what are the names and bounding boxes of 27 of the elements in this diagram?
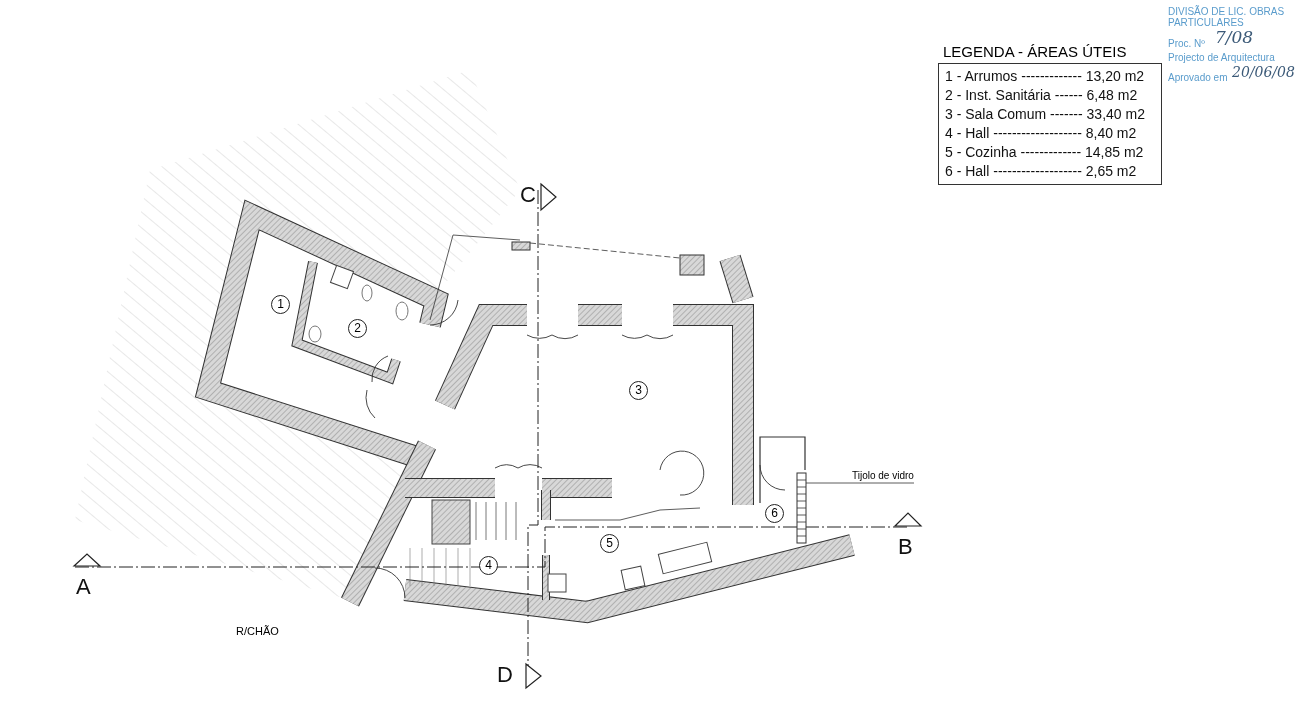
handwritten-text: 20/06/08 (1232, 65, 1295, 81)
section-letter: D (497, 663, 513, 688)
section-letter: C (520, 183, 536, 208)
glass-brick-wall (796, 472, 807, 544)
legend-row: 1 - Arrumos ------------- 13,20 m2 (945, 68, 1145, 84)
section-letter: B (898, 535, 913, 560)
section-letter: A (76, 575, 91, 600)
callout-text: Tijolo de vidro (852, 470, 914, 481)
stamp-text: DIVISÃO DE LIC. OBRAS PARTICULARES (1168, 6, 1286, 28)
room-number: 6 (765, 504, 784, 523)
room-number: 3 (629, 381, 648, 400)
legend-title: LEGENDA - ÁREAS ÚTEIS (943, 44, 1127, 61)
legend-row: 2 - Inst. Sanitária ------ 6,48 m2 (945, 87, 1138, 103)
stamp-text: Projecto de Arquitectura (1168, 52, 1275, 63)
room-number: 4 (479, 556, 498, 575)
room-number: 1 (271, 295, 290, 314)
legend-row: 3 - Sala Comum ------- 33,40 m2 (945, 106, 1145, 122)
leader-line (805, 482, 915, 484)
room-number: 5 (600, 534, 619, 553)
stamp-text: Proc. Nº (1168, 38, 1205, 49)
floor-name: R/CHÃO (236, 625, 279, 638)
room-number: 2 (348, 319, 367, 338)
legend-row: 5 - Cozinha ------------- 14,85 m2 (945, 144, 1144, 160)
legend-row: 6 - Hall ------------------- 2,65 m2 (945, 163, 1137, 179)
legend-row: 4 - Hall ------------------- 8,40 m2 (945, 125, 1137, 141)
stamp-text: Aprovado em (1168, 72, 1228, 83)
handwritten-text: 7/08 (1215, 28, 1254, 47)
